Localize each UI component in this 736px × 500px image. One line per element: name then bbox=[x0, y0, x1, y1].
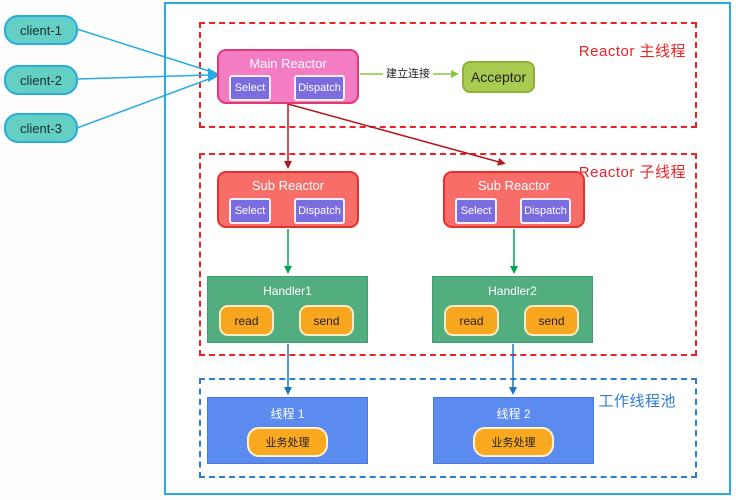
sub-reactor-left-box: Sub Reactor Select Dispatch bbox=[217, 171, 359, 228]
sub-reactor-right-select-box: Select bbox=[455, 198, 497, 224]
sub-reactor-right-box: Sub Reactor Select Dispatch bbox=[443, 171, 585, 228]
dispatch-arrow-right bbox=[287, 103, 506, 166]
main-reactor-title: Main Reactor bbox=[249, 56, 327, 71]
handler1-box: Handler1 read send bbox=[207, 276, 368, 343]
client-3-node: client-3 bbox=[4, 113, 78, 143]
handler1-send-button: send bbox=[299, 305, 354, 336]
sub-reactor-left-dispatch-box: Dispatch bbox=[294, 198, 345, 224]
client-1-label: client-1 bbox=[20, 22, 62, 38]
thread-2-task-button: 业务处理 bbox=[473, 427, 554, 457]
client-2-node: client-2 bbox=[4, 65, 78, 95]
thread-1-task-button: 业务处理 bbox=[247, 427, 328, 457]
sub-reactor-left-title: Sub Reactor bbox=[251, 178, 325, 193]
client1-arrow bbox=[76, 28, 210, 72]
client2-arrow bbox=[77, 74, 210, 80]
handler2-title: Handler2 bbox=[488, 284, 537, 298]
client-arrows-head bbox=[208, 68, 221, 82]
handler1-title: Handler1 bbox=[263, 284, 312, 298]
section-label-worker-pool: 工作线程池 bbox=[598, 393, 676, 410]
acceptor-label: Acceptor bbox=[470, 69, 527, 85]
thread-1-title: 线程 1 bbox=[270, 407, 305, 421]
client-3-label: client-3 bbox=[20, 120, 62, 136]
client-2-label: client-2 bbox=[20, 72, 62, 88]
connection-arrow-label: 建立连接 bbox=[383, 67, 433, 82]
acceptor-box: Acceptor bbox=[462, 61, 535, 93]
main-reactor-select-box: Select bbox=[229, 75, 271, 101]
client-1-node: client-1 bbox=[4, 15, 78, 45]
section-label-main-thread: Reactor 主线程 bbox=[578, 43, 686, 60]
handler1-read-button: read bbox=[219, 305, 274, 336]
main-reactor-dispatch-box: Dispatch bbox=[294, 75, 345, 101]
handler2-box: Handler2 read send bbox=[432, 276, 593, 343]
sub-reactor-left-select-box: Select bbox=[229, 198, 271, 224]
section-worker-thread-pool: 工作线程池 bbox=[199, 378, 697, 478]
client3-arrow bbox=[76, 78, 210, 129]
thread-2-title: 线程 2 bbox=[496, 407, 531, 421]
handler2-send-button: send bbox=[524, 305, 579, 336]
handler2-read-button: read bbox=[444, 305, 499, 336]
section-label-sub-thread: Reactor 子线程 bbox=[578, 164, 686, 181]
sub-reactor-right-title: Sub Reactor bbox=[477, 178, 551, 193]
sub-reactor-right-dispatch-box: Dispatch bbox=[520, 198, 571, 224]
thread-1-box: 线程 1 业务处理 bbox=[207, 397, 368, 464]
section-reactor-sub-thread: Reactor 子线程 bbox=[199, 153, 697, 356]
main-reactor-box: Main Reactor Select Dispatch bbox=[217, 49, 359, 104]
thread-2-box: 线程 2 业务处理 bbox=[433, 397, 594, 464]
